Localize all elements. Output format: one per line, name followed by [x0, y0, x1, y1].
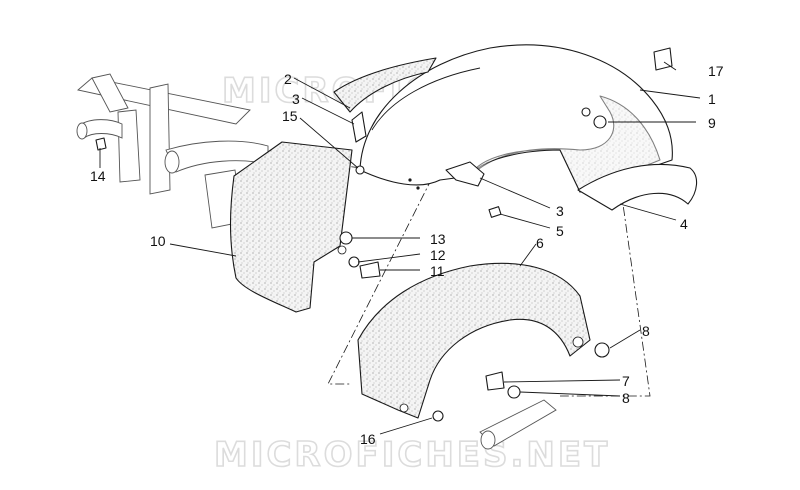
callout-11: 11 — [430, 263, 445, 279]
hardware — [95, 47, 673, 422]
callout-12: 12 — [430, 247, 446, 263]
callout-1: 1 — [708, 91, 716, 107]
bracket-upper — [351, 111, 367, 143]
callout-5: 5 — [556, 223, 564, 239]
callout-8b: 8 — [622, 390, 630, 406]
clip — [488, 206, 502, 218]
callout-13: 13 — [430, 231, 446, 247]
callout-16: 16 — [360, 431, 376, 447]
callout-17: 17 — [708, 63, 724, 79]
inner-fender — [357, 262, 591, 419]
callout-7: 7 — [622, 373, 630, 389]
frame-rails — [76, 73, 269, 229]
watermark-bottom: MICROFICHES.NET — [214, 435, 610, 475]
callout-14: 14 — [90, 168, 106, 184]
callout-6: 6 — [536, 235, 544, 251]
callout-9: 9 — [708, 115, 716, 131]
rear-fender — [359, 44, 673, 193]
callout-4: 4 — [680, 216, 688, 232]
callout-2: 2 — [284, 71, 292, 87]
reinforcement-plate — [333, 57, 437, 113]
support-arm — [479, 399, 557, 450]
callout-8a: 8 — [642, 323, 650, 339]
leader-lines — [99, 61, 701, 435]
callout-10: 10 — [150, 233, 166, 249]
mudguard — [229, 141, 353, 313]
callout-15: 15 — [282, 108, 298, 124]
callout-3b: 3 — [556, 203, 564, 219]
bracket-lower — [445, 161, 485, 187]
fender-trim — [577, 163, 698, 211]
callout-3a: 3 — [292, 91, 300, 107]
